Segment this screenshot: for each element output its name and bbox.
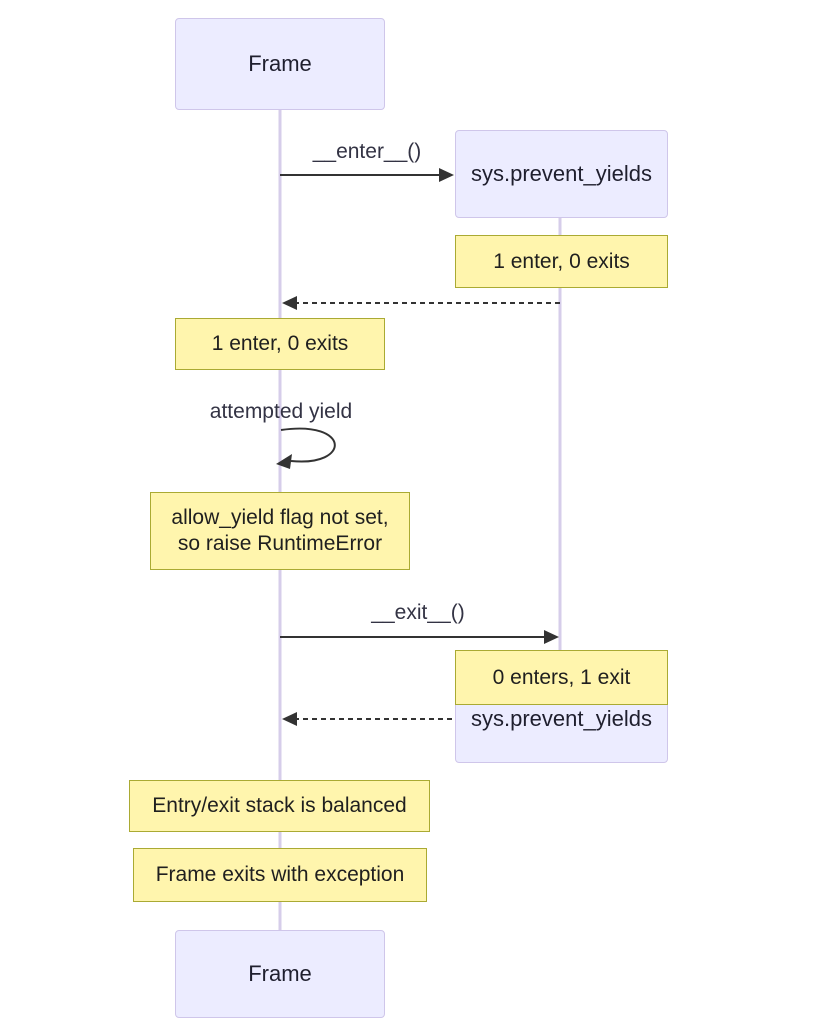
arrowhead-left-icon [282,296,297,310]
message-label-exit: __exit__() [371,601,465,624]
participant-frame-top: Frame [175,18,385,110]
participant-label: sys.prevent_yields [471,161,652,186]
message-arrow-exit [280,630,559,644]
note-text: Entry/exit stack is balanced [152,794,407,817]
note-text: 0 enters, 1 exit [492,665,631,689]
arrowhead-right-icon [544,630,559,644]
arrowhead-right-icon [439,168,454,182]
note-text-line2: so raise RuntimeError [177,532,383,555]
note-allow-yield-runtime-error: allow_yield flag not set, so raise Runti… [150,492,410,570]
arrowhead-left-icon [282,712,297,726]
note-text: 1 enter, 0 exits [211,332,349,355]
participant-label: sys.prevent_yields [471,706,652,731]
arrowhead-loop-icon [276,454,292,469]
participant-frame-bottom: Frame [175,930,385,1018]
note-text: 1 enter, 0 exits [493,249,630,273]
note-text-line1: allow_yield flag not set, [171,506,389,529]
message-arrow-enter [280,168,454,182]
message-label-attempted-yield: attempted yield [209,400,353,423]
note-text: Frame exits with exception [155,863,405,886]
note-stack-balanced: Entry/exit stack is balanced [129,780,430,832]
note-exit-count-sys: 0 enters, 1 exit [455,650,668,705]
note-enter-count-frame: 1 enter, 0 exits [175,318,385,370]
message-arrow-return-2 [282,712,560,726]
participant-sys-prevent-yields: sys.prevent_yields [455,130,668,218]
note-enter-count-sys: 1 enter, 0 exits [455,235,668,288]
participant-label: Frame [248,51,312,76]
message-label-enter: __enter__() [312,140,422,163]
message-arrow-return-1 [282,296,560,310]
message-arrow-self-loop [276,427,336,469]
note-frame-exits-exception: Frame exits with exception [133,848,427,902]
participant-label: Frame [248,961,312,986]
